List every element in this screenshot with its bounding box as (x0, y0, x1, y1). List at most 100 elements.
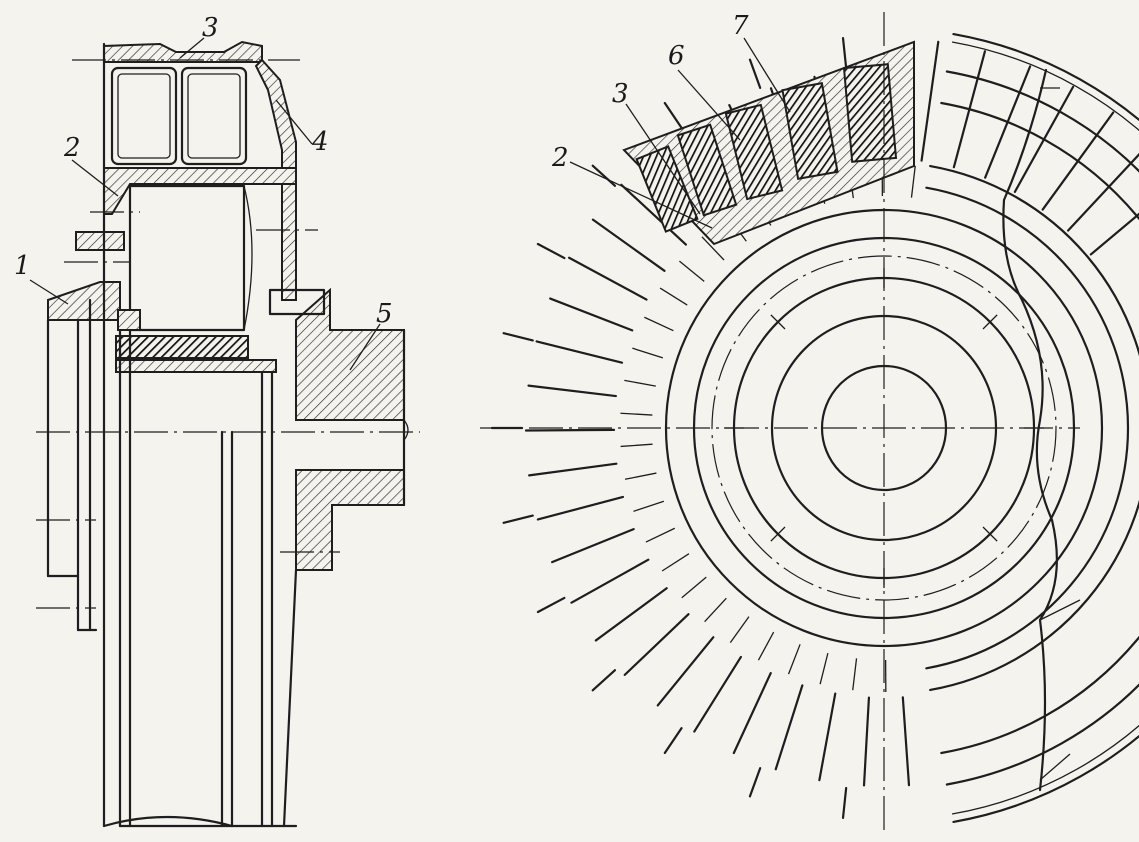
slot-line (594, 587, 668, 642)
slot-line (901, 696, 911, 787)
tooth-line (701, 236, 725, 261)
slot-line (984, 65, 1032, 179)
insulation-strip (115, 335, 249, 359)
tooth-line (644, 316, 674, 332)
side-section-view (36, 40, 420, 828)
tooth-line (632, 347, 664, 359)
segment-line (536, 242, 566, 260)
winding-coil (724, 103, 784, 201)
tooth-line (645, 527, 676, 543)
coil-box-right (180, 66, 248, 166)
stator-arc (925, 186, 1130, 670)
slot-line (591, 218, 666, 272)
slot-line (818, 692, 837, 782)
slot-line (549, 297, 634, 332)
hub-block (47, 281, 121, 321)
stator-arc (951, 41, 1139, 815)
label-part-3-front: 3 (612, 79, 629, 109)
stator-arc (945, 70, 1139, 786)
slot-line (550, 528, 635, 564)
stator-arc (952, 32, 1139, 824)
slot-line (570, 558, 650, 604)
slot-line (732, 671, 772, 755)
segment-line (502, 514, 534, 524)
tooth-line (659, 287, 688, 306)
label-part-7-front: 7 (732, 11, 749, 41)
winding-coil (635, 145, 699, 233)
slot-line (528, 462, 618, 477)
tooth-line (910, 165, 916, 198)
segment-line (591, 669, 617, 692)
slot-line (524, 428, 616, 432)
break-line (1002, 68, 1058, 792)
slot-line (620, 183, 687, 246)
slot-line (1089, 212, 1139, 256)
slot-line (623, 613, 690, 676)
slot-line (862, 696, 871, 787)
winding-coil (676, 123, 738, 217)
segment-line (502, 332, 534, 342)
segment-line (748, 58, 762, 89)
tooth-line (633, 500, 665, 512)
winding-coil (781, 82, 839, 180)
slot-line (693, 655, 743, 733)
slot-line (535, 340, 624, 364)
slot-line (567, 256, 648, 301)
hub-flange (75, 231, 125, 251)
label-part-3-side: 3 (202, 13, 219, 43)
tick-mark (982, 314, 998, 330)
segment-line (841, 37, 848, 70)
stator-arc (940, 101, 1139, 755)
tooth-line (704, 597, 727, 623)
front-view (480, 12, 1139, 836)
slot-line (952, 50, 987, 169)
tooth-line (661, 553, 690, 572)
segment-line (536, 596, 566, 614)
stator-arc (929, 164, 1139, 692)
segment-line (841, 786, 848, 819)
label-part-1-side: 1 (14, 251, 31, 281)
segment-line (663, 101, 683, 129)
tick-mark (770, 314, 786, 330)
slot-line (1013, 85, 1075, 193)
frame-ring-top (103, 40, 263, 63)
segment-line (591, 164, 617, 187)
label-part-2-side: 2 (63, 133, 81, 163)
slot-line (1041, 111, 1115, 211)
front-view-leaders (569, 37, 791, 229)
slot-line (656, 636, 715, 707)
tooth-line (624, 379, 656, 387)
label-part-6-front: 6 (668, 41, 685, 71)
winding-coil (842, 63, 898, 163)
bolt (268, 288, 326, 316)
tick-mark (770, 526, 786, 542)
tooth-line (620, 412, 653, 416)
tooth-line (787, 644, 801, 675)
segment-line (663, 727, 683, 755)
label-part-2-front: 2 (551, 143, 569, 173)
label-part-5-side: 5 (376, 299, 393, 329)
armature-body (128, 184, 246, 332)
tooth-line (681, 576, 707, 599)
end-shield (254, 58, 297, 301)
tooth-line (819, 652, 829, 685)
side-view-leaders (29, 37, 381, 371)
tooth-line (852, 658, 858, 691)
tick-mark (982, 526, 998, 542)
slot-line (920, 40, 940, 162)
tooth-line (624, 472, 657, 480)
coil-box-left (110, 66, 178, 166)
label-part-4-side: 4 (311, 127, 329, 157)
segment-line (748, 767, 762, 798)
tooth-line (729, 616, 750, 644)
slot-line (536, 495, 625, 521)
tooth-line (679, 260, 705, 282)
slot-line (1067, 152, 1139, 232)
slot-line (774, 684, 804, 771)
tooth-line (757, 631, 775, 661)
tooth-line (620, 443, 653, 448)
slot-line (527, 384, 617, 398)
yoke-middle (103, 167, 297, 215)
shaft-lower (295, 469, 405, 571)
